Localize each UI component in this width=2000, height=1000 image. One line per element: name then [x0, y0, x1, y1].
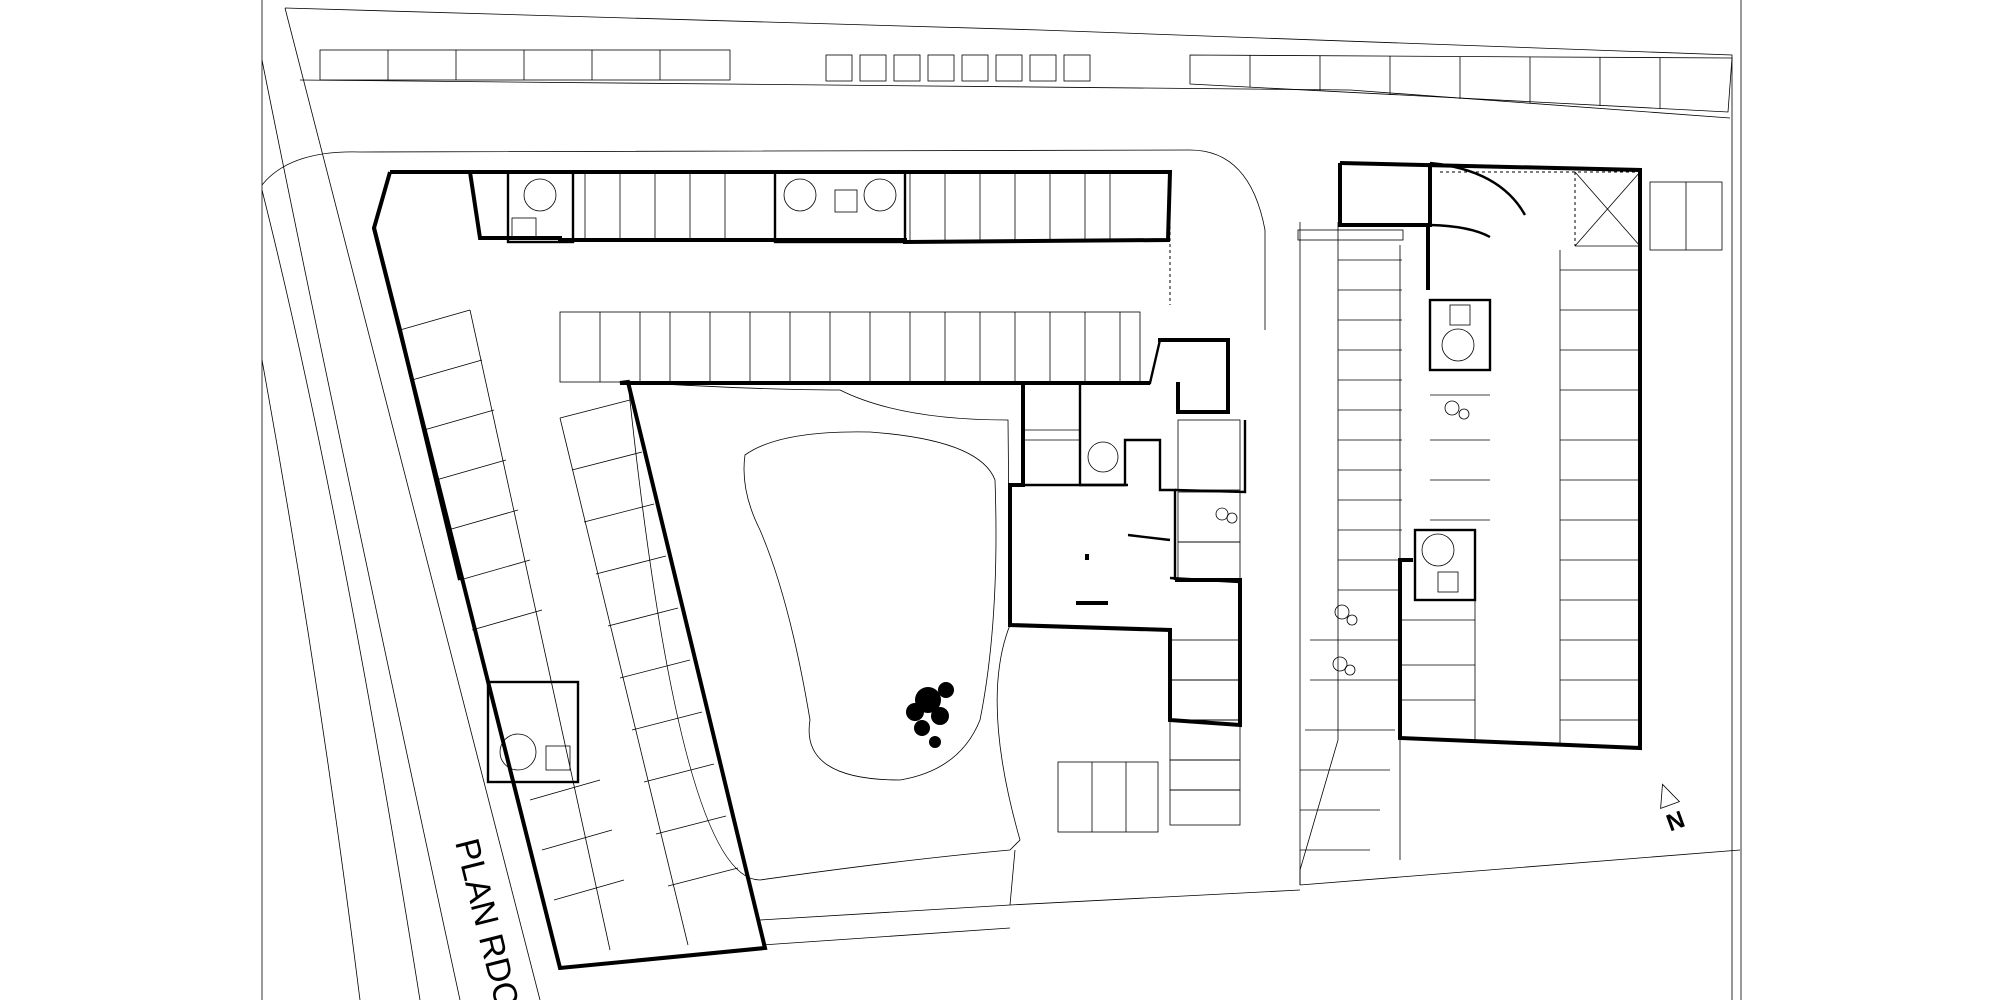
top-parking-row [319, 49, 731, 81]
courtyard [627, 381, 1021, 946]
left-wing-bays [399, 309, 625, 951]
ornament-column-c [1332, 604, 1358, 676]
drawing-title-group: PLAN RDC [447, 835, 525, 1000]
ornament-b [1215, 507, 1238, 524]
stair-core-a3 [486, 680, 580, 784]
west-parking-column-c [1297, 222, 1404, 885]
inner-parking-row [559, 311, 1141, 383]
top-bar-bays [584, 172, 1111, 240]
stair-core-c1 [1428, 298, 1492, 372]
north-label: N [1663, 806, 1689, 837]
inner-wing-bays [559, 399, 739, 946]
left-bays-c [1400, 394, 1490, 740]
tree-cluster [906, 682, 954, 748]
ne-parking [1649, 181, 1723, 251]
building-b [1008, 338, 1247, 826]
ornament-c [1444, 400, 1470, 420]
street-edges [261, 7, 1266, 1000]
bays-b [1169, 419, 1241, 826]
stair-core-c2 [1413, 528, 1477, 602]
east-edge [1009, 849, 1741, 906]
north-arrow: N [1660, 783, 1689, 837]
top-right-parking-row [1189, 54, 1733, 113]
right-bays-c [1559, 250, 1640, 745]
south-parking [1057, 761, 1159, 833]
north-boundary [284, 7, 1733, 1000]
building-a [371, 170, 1173, 971]
bollards-row [825, 54, 1091, 82]
stair-core-a2 [773, 170, 907, 244]
building-c [1338, 161, 1642, 751]
frame-lines [261, 0, 1742, 1000]
drawing-title: PLAN RDC [447, 835, 525, 1000]
stair-core-a1 [506, 170, 575, 244]
